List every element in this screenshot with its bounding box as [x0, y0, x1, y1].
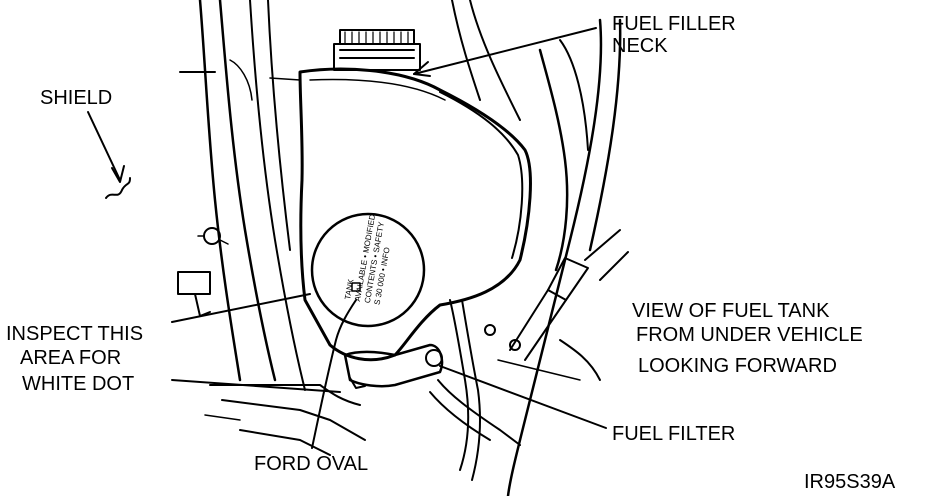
fuel-filter [343, 343, 444, 389]
label-inspect-1: INSPECT THIS [6, 323, 143, 345]
figure-id: IR95S39A [804, 471, 896, 493]
label-fuel-filler-neck-1: FUEL FILLER [612, 13, 736, 35]
label-shield: SHIELD [40, 87, 112, 109]
body-panel-lines [177, 0, 366, 456]
ford-oval-disc: TANK AVAILABLE • MODIFIED CONTENTS • SAF… [310, 212, 426, 328]
label-view-1: VIEW OF FUEL TANK [632, 300, 830, 322]
label-view-2: FROM UNDER VEHICLE [636, 324, 863, 346]
label-view-3: LOOKING FORWARD [638, 355, 837, 377]
fuel-tank [269, 67, 532, 362]
label-fine-print: TANK AVAILABLE • MODIFIED CONTENTS • SAF… [343, 213, 392, 305]
label-fuel-filler-neck-2: NECK [612, 35, 668, 57]
label-inspect-2: AREA FOR [20, 347, 121, 369]
frame-rail [451, 0, 629, 496]
shield-pointer [87, 111, 131, 199]
label-fuel-filter: FUEL FILTER [612, 423, 735, 445]
fuel-lines [429, 299, 581, 481]
leader-lines [171, 27, 607, 449]
label-inspect-3: WHITE DOT [22, 373, 134, 395]
label-ford-oval: FORD OVAL [254, 453, 368, 475]
filler-neck-cap [333, 29, 421, 71]
